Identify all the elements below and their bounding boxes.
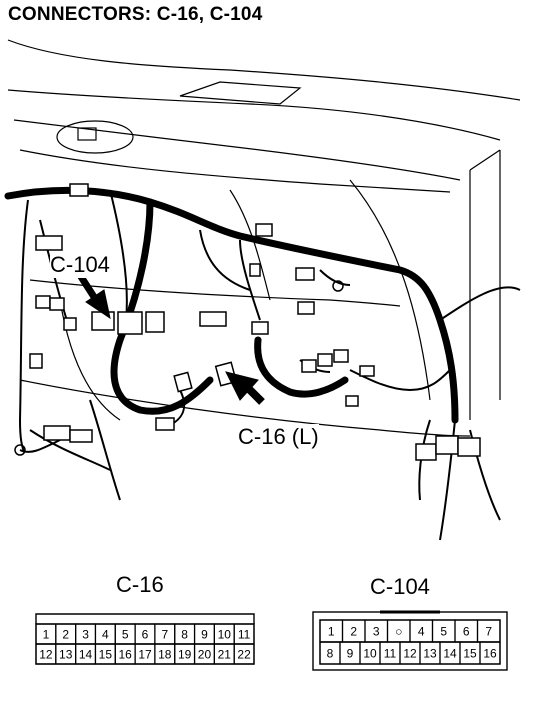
c16-label: C-16 [116, 572, 164, 597]
c16-pin-7: 7 [161, 628, 168, 642]
c16-pin-10: 10 [218, 628, 232, 642]
c16-pin-15: 15 [99, 648, 113, 662]
c104-pin-7: 7 [485, 625, 492, 639]
c104-pin-9: 9 [347, 647, 354, 661]
c16-pin-9: 9 [201, 628, 208, 642]
c16-pin-19: 19 [178, 648, 192, 662]
c16-pin-cell [233, 643, 255, 665]
c16-pin-11: 11 [238, 628, 251, 642]
c104-pin-3: 3 [373, 625, 380, 639]
c104-pin-16: 16 [483, 647, 497, 661]
c16-pin-20: 20 [198, 648, 212, 662]
c104-pin-8: 8 [327, 647, 334, 661]
c104-pin-10: 10 [363, 647, 377, 661]
c16-pin-6: 6 [142, 628, 149, 642]
c104-pin-14: 14 [443, 647, 457, 661]
c104-pin-13: 13 [423, 647, 437, 661]
c16-pin-12: 12 [39, 648, 53, 662]
c104-pin-4: 4 [418, 625, 425, 639]
c16-pin-5: 5 [122, 628, 129, 642]
c104-pin-5: 5 [440, 625, 447, 639]
c16-pin-18: 18 [158, 648, 172, 662]
c104-pin-11: 11 [384, 647, 397, 661]
page-title: CONNECTORS: C-16, C-104 [8, 4, 263, 25]
callout-c16: C-16 (L) [238, 424, 319, 450]
c16-pin-16: 16 [119, 648, 133, 662]
c16-pin-2: 2 [62, 628, 69, 642]
c104-label: C-104 [370, 574, 430, 599]
c104-pin-2: 2 [350, 625, 357, 639]
c16-pin-8: 8 [181, 628, 188, 642]
c16-pin-13: 13 [59, 648, 73, 662]
c16-pin-4: 4 [102, 628, 109, 642]
c104-pin-1: 1 [328, 625, 335, 639]
c104-pin-cell [479, 641, 501, 665]
c16-pin-3: 3 [82, 628, 89, 642]
c16-pin-17: 17 [138, 648, 152, 662]
c104-pin-○: ○ [395, 625, 402, 639]
c16-pin-21: 21 [218, 648, 232, 662]
c104-pin-12: 12 [403, 647, 417, 661]
c104-pin-6: 6 [463, 625, 470, 639]
c16-pin-22: 22 [237, 648, 251, 662]
c104-pin-15: 15 [463, 647, 477, 661]
callout-c104: C-104 [50, 252, 110, 278]
c16-pin-1: 1 [43, 628, 50, 642]
c16-pin-14: 14 [79, 648, 93, 662]
